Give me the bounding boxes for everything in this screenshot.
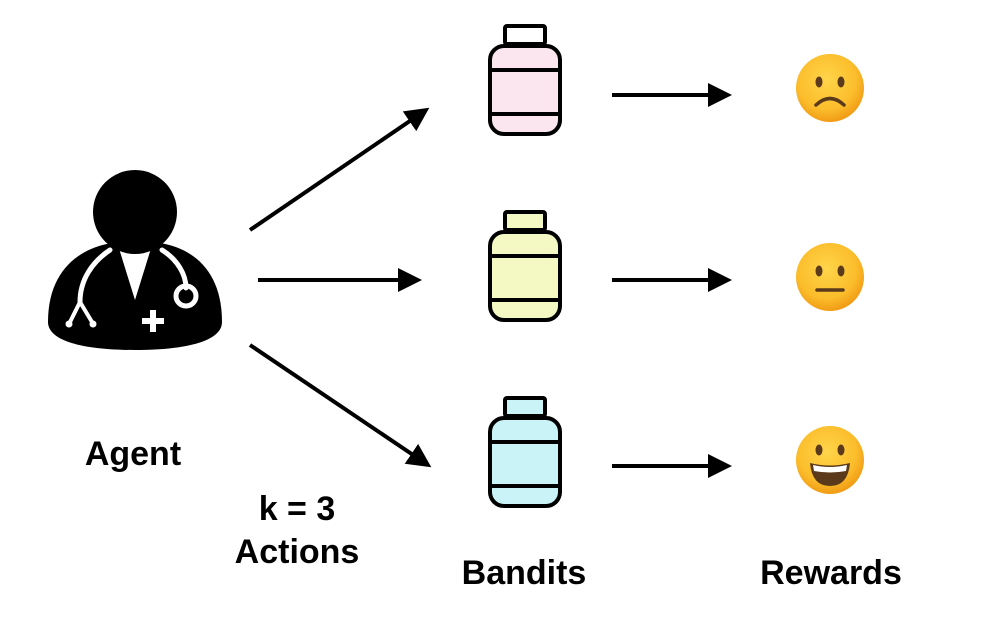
bottle-body: [488, 44, 562, 136]
agent-label: Agent: [85, 435, 181, 473]
bandit-bottle-3: [488, 396, 562, 508]
grinning-face-icon: [796, 426, 864, 494]
bandit-bottle-1: [488, 24, 562, 136]
k-label: k = 3: [259, 490, 336, 528]
bottle-body: [488, 230, 562, 322]
bandit-bottle-2: [488, 210, 562, 322]
neutral-face-icon: [796, 243, 864, 311]
doctor-icon: [48, 170, 222, 350]
reward-arrows: [612, 83, 732, 478]
action-arrow-3: [248, 343, 432, 468]
bottle-cap: [503, 396, 547, 418]
bottle-cap: [503, 24, 547, 46]
rewards-label: Rewards: [760, 554, 902, 592]
actions-label: Actions: [235, 533, 360, 571]
bottle-body: [488, 416, 562, 508]
action-arrows: [248, 107, 432, 468]
sad-face-icon: [796, 54, 864, 122]
bandits-label: Bandits: [462, 554, 587, 592]
bottle-cap: [503, 210, 547, 232]
action-arrow-1: [248, 107, 430, 232]
